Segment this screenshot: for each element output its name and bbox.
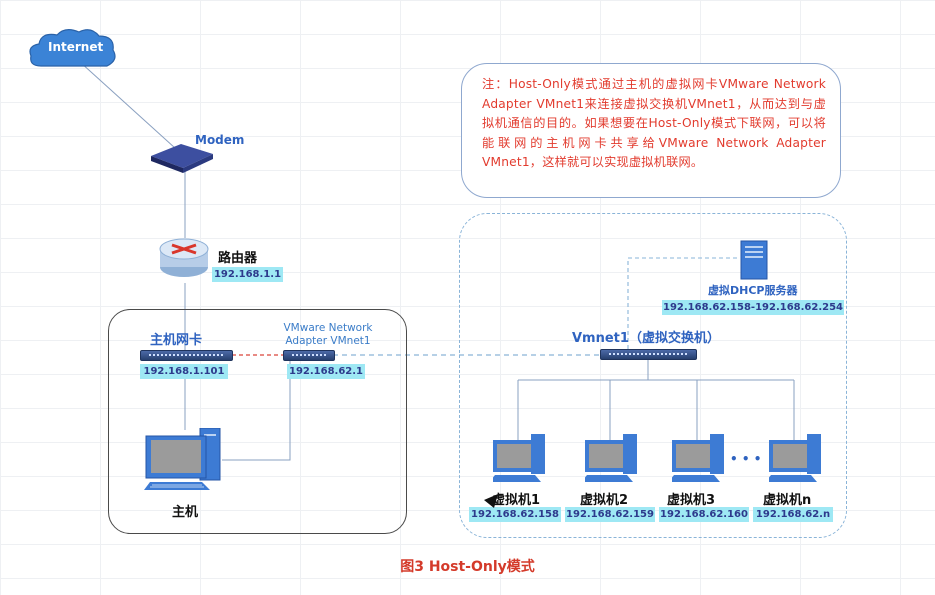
dhcp-server-label: 虚拟DHCP服务器 — [708, 284, 798, 297]
vmnet1-adapter-ip: 192.168.62.1 — [287, 364, 365, 379]
vm1-computer-icon — [493, 434, 545, 482]
note-box: 注：Host-Only模式通过主机的虚拟网卡VMware Network Ada… — [461, 63, 841, 198]
vm3-computer-icon — [672, 434, 724, 482]
virtual-switch-icon — [600, 349, 697, 360]
router-ip: 192.168.1.1 — [212, 267, 283, 282]
vmnet1-adapter-label-line2: Adapter VMnet1 — [285, 335, 371, 347]
cursor-icon — [484, 494, 498, 508]
host-nic-label: 主机网卡 — [150, 333, 203, 348]
dhcp-server-icon — [740, 240, 768, 280]
router-icon — [159, 238, 209, 277]
vm2-ip: 192.168.62.159 — [565, 507, 655, 522]
vm1-label: 虚拟机1 — [492, 493, 541, 508]
vm2-computer-icon — [585, 434, 637, 482]
internet-label: Internet — [48, 40, 104, 54]
vmn-label: 虚拟机n — [763, 493, 812, 508]
vmn-ip: 192.168.62.n — [753, 507, 833, 522]
figure-caption: 图3 Host-Only模式 — [400, 559, 535, 575]
vmnet1-adapter-label: VMware Network Adapter VMnet1 — [279, 322, 377, 348]
vm-ellipsis: • • • — [730, 452, 762, 466]
vm1-ip: 192.168.62.158 — [469, 507, 561, 522]
modem-icon — [151, 144, 213, 173]
vm3-ip: 192.168.62.160 — [659, 507, 749, 522]
virtual-switch-label: Vmnet1（虚拟交换机） — [572, 331, 720, 346]
internet-cloud-icon — [29, 29, 116, 67]
vmnet1-adapter-icon — [283, 350, 335, 361]
host-computer-label: 主机 — [172, 505, 199, 520]
vmn-computer-icon — [769, 434, 821, 482]
vm2-label: 虚拟机2 — [580, 493, 629, 508]
host-nic-ip: 192.168.1.101 — [140, 364, 228, 379]
virtual-network-box — [459, 213, 847, 538]
dhcp-range: 192.168.62.158-192.168.62.254 — [662, 300, 844, 315]
vm3-label: 虚拟机3 — [667, 493, 716, 508]
router-label: 路由器 — [218, 251, 258, 266]
host-machine-box — [108, 309, 407, 534]
host-nic-icon — [140, 350, 233, 361]
host-computer-icon — [144, 428, 221, 490]
modem-label: Modem — [195, 133, 245, 147]
vmnet1-adapter-label-line1: VMware Network — [283, 322, 373, 334]
